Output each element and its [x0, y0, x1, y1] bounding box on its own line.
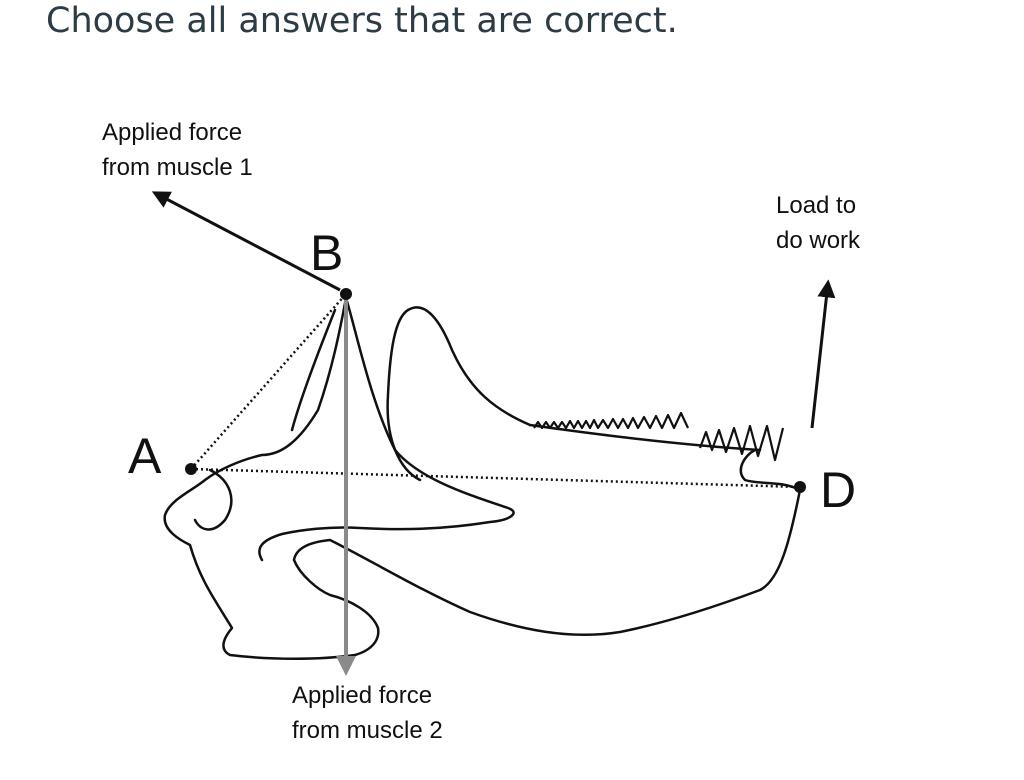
point-a-label: A — [128, 428, 162, 484]
dotted-line-a-b — [190, 293, 347, 470]
load-arrow — [810, 279, 836, 429]
question-prompt: Choose all answers that are correct. — [46, 1, 678, 41]
jaw-bone-outline — [163, 296, 802, 660]
ramus-inner-curve — [290, 308, 337, 432]
large-teeth — [698, 424, 785, 462]
point-a-dot — [185, 463, 197, 475]
mandible-outline — [163, 296, 802, 660]
muscle1-force-arrow — [151, 191, 341, 292]
point-d-dot — [794, 481, 806, 493]
point-b-dot — [340, 288, 352, 300]
point-b-label: B — [310, 225, 343, 281]
teeth-row — [533, 411, 785, 462]
coronoid-process — [258, 296, 515, 562]
tooth-ridge — [528, 423, 762, 452]
muscle1-label-line1: Applied force — [102, 119, 242, 146]
small-teeth — [533, 411, 689, 430]
lever-lines — [190, 293, 801, 489]
condyle-curve — [193, 468, 233, 531]
muscle1-label-line2: from muscle 1 — [102, 154, 253, 181]
dotted-line-a-d — [190, 467, 801, 489]
load-label-line2: do work — [776, 227, 861, 254]
large-fossa-outline — [386, 306, 532, 482]
muscle2-label-line2: from muscle 2 — [292, 717, 443, 744]
muscle2-label-line1: Applied force — [292, 682, 432, 709]
point-d-label: D — [820, 462, 856, 518]
load-label-line1: Load to — [776, 192, 856, 219]
